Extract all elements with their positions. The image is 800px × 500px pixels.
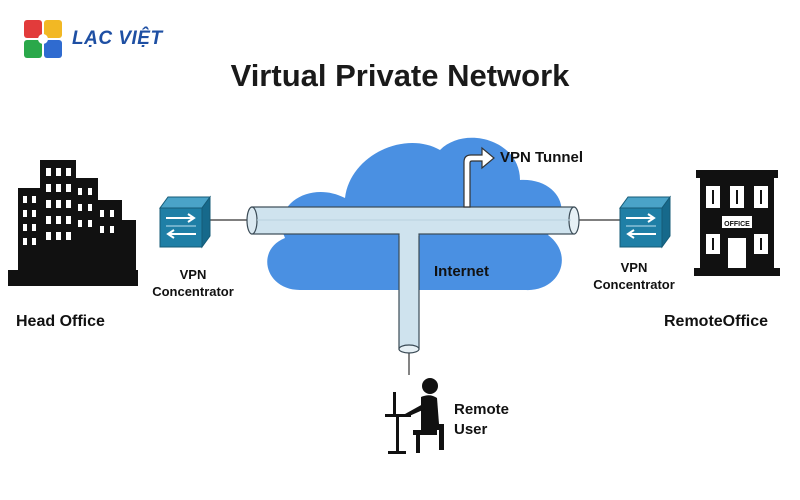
diagram-title: Virtual Private Network (230, 58, 570, 93)
remote-user-person-icon (385, 378, 444, 454)
vpn-tunnel-pipe (246, 206, 580, 236)
vpn-left-label-line1: VPN (179, 267, 207, 282)
vpn-right-label-line1: VPN (620, 260, 648, 275)
vpn-concentrator-right-label: VPN Concentrator (582, 259, 686, 293)
remote-office-building-icon: OFFICE (694, 170, 780, 276)
vpn-left-label-line2: Concentrator (152, 284, 234, 299)
internet-label: Internet (434, 263, 490, 280)
remote-user-label-line2: User (454, 421, 488, 438)
vpn-concentrator-left-label: VPN Concentrator (140, 266, 246, 300)
head-office-buildings-icon (8, 160, 138, 286)
vpn-tunnel-label: VPN Tunnel (500, 149, 584, 166)
brand-name: LẠC VIỆT (72, 28, 163, 49)
head-office-label: Head Office (16, 313, 105, 330)
vpn-concentrator-right-icon (619, 195, 671, 249)
vpn-concentrator-left-icon (159, 195, 211, 249)
office-sign-text: OFFICE (724, 221, 750, 228)
remote-user-label: Remote User (454, 400, 534, 440)
remote-user-label-line1: Remote (454, 401, 510, 418)
logo-mark-icon (24, 20, 62, 58)
remote-office-label: RemoteOffice (664, 313, 769, 330)
vpn-tunnel-arrow-icon (463, 146, 495, 208)
vpn-right-label-line2: Concentrator (593, 277, 675, 292)
brand-logo: LẠC VIỆT (22, 18, 182, 62)
pipe-vertical (398, 224, 420, 354)
